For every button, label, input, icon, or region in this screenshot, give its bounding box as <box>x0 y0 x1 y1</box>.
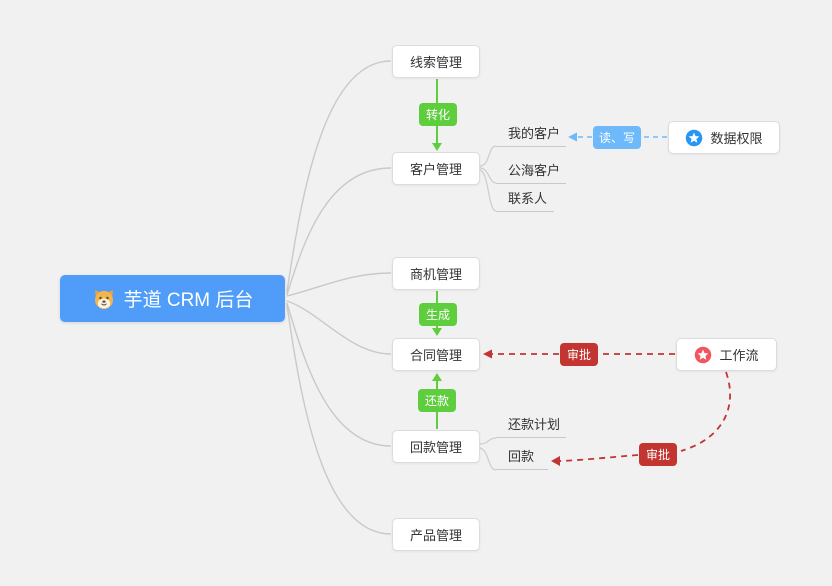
dash-workflow-to-approve2 <box>680 371 731 452</box>
child-my-customers[interactable]: 我的客户 <box>496 123 566 147</box>
child-repayment-plan[interactable]: 还款计划 <box>496 414 566 438</box>
node-product-management[interactable]: 产品管理 <box>392 518 480 551</box>
badge-text: 审批 <box>566 348 591 362</box>
badge-read-write: 读、写 <box>593 126 641 149</box>
node-label: 回款管理 <box>409 440 462 455</box>
curve-root-to-product <box>286 304 392 535</box>
child-public-customers[interactable]: 公海客户 <box>496 160 566 184</box>
curve-customer-to-my <box>479 145 497 167</box>
badge-approve-contract: 审批 <box>560 343 598 366</box>
curve-receivable-to-plan <box>479 437 497 445</box>
node-label: 商机管理 <box>409 267 462 282</box>
arrowhead-approve-receipt <box>551 456 560 466</box>
root-node-crm-backend[interactable]: 芋道 CRM 后台 <box>60 275 285 322</box>
arrowhead-receivable-to-contract <box>432 373 442 381</box>
badge-generate: 生成 <box>419 303 457 326</box>
child-receipt[interactable]: 回款 <box>496 446 548 470</box>
node-contract-management[interactable]: 合同管理 <box>392 338 480 371</box>
node-customer-management[interactable]: 客户管理 <box>392 152 480 185</box>
badge-convert: 转化 <box>419 103 457 126</box>
arrowhead-read-write <box>568 132 577 142</box>
star-icon <box>694 346 712 364</box>
badge-approve-receipt: 审批 <box>639 443 677 466</box>
arrowhead-approve-contract <box>483 349 492 359</box>
arrowhead-business-to-contract <box>432 328 442 336</box>
child-label-text: 联系人 <box>508 191 548 206</box>
node-workflow[interactable]: 工作流 <box>676 338 777 371</box>
badge-text: 还款 <box>424 394 449 408</box>
curve-receivable-to-receipt <box>479 447 497 471</box>
child-label-text: 还款计划 <box>508 417 561 432</box>
arrowhead-lead-to-customer <box>432 143 442 151</box>
child-label-text: 我的客户 <box>508 126 561 141</box>
node-data-permission[interactable]: 数据权限 <box>668 121 780 154</box>
node-label: 合同管理 <box>409 348 462 363</box>
star-icon <box>685 129 703 147</box>
badge-text: 审批 <box>645 448 670 462</box>
node-receivable-management[interactable]: 回款管理 <box>392 430 480 463</box>
badge-text: 生成 <box>425 308 450 322</box>
curve-root-to-receivable <box>286 302 392 447</box>
dog-face-icon <box>92 287 116 311</box>
child-contacts[interactable]: 联系人 <box>496 188 554 212</box>
child-label-text: 公海客户 <box>508 163 561 178</box>
node-label: 客户管理 <box>409 162 462 177</box>
node-label: 数据权限 <box>710 131 763 146</box>
badge-text: 读、写 <box>598 131 635 145</box>
root-node-label: 芋道 CRM 后台 <box>123 290 254 311</box>
curve-customer-to-contact <box>479 169 497 212</box>
badge-text: 转化 <box>425 108 450 122</box>
dash-approve2-to-receipt <box>559 454 639 462</box>
curve-root-to-business <box>286 272 392 297</box>
child-label-text: 回款 <box>508 449 535 464</box>
curve-customer-to-public <box>479 167 497 184</box>
node-lead-management[interactable]: 线索管理 <box>392 45 480 78</box>
node-label: 线索管理 <box>409 55 462 70</box>
curve-root-to-lead <box>286 60 392 293</box>
curve-root-to-customer <box>286 167 392 296</box>
curve-root-to-contract <box>286 300 392 355</box>
node-business-management[interactable]: 商机管理 <box>392 257 480 290</box>
badge-repay: 还款 <box>418 389 456 412</box>
node-label: 工作流 <box>719 348 759 363</box>
node-label: 产品管理 <box>409 528 462 543</box>
